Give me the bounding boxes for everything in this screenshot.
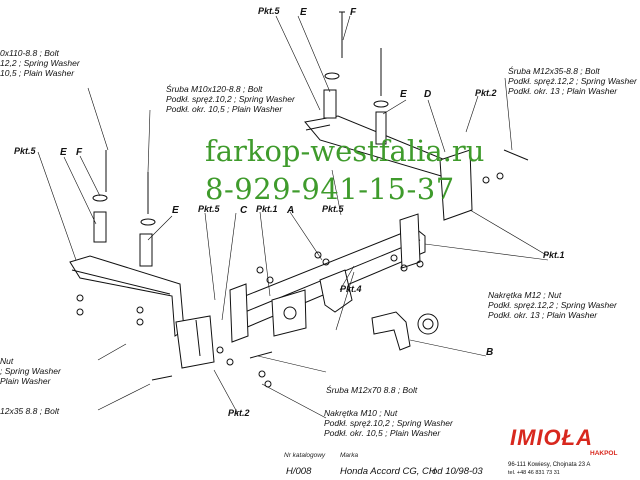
tb-date: od 10/98-03 <box>432 466 483 477</box>
label-pkt5-top: Pkt.5 <box>258 6 280 16</box>
spacer-tube-e-mid <box>139 233 153 267</box>
label-e-right: E <box>400 89 407 100</box>
label-d-right: D <box>424 89 432 100</box>
label-pkt5-mid: Pkt.5 <box>198 204 220 214</box>
tb-nr-katalogowy-label: Nr katalogowy <box>284 452 326 459</box>
label-e-mid: E <box>172 205 179 216</box>
right-end-plate <box>399 213 421 269</box>
spacer-tube-e-top <box>323 89 337 119</box>
callout-sruba-m12x70: Śruba M12x70 8.8 ; Bolt <box>326 385 418 395</box>
callout-bolt-left: 12x35 8.8 ; Bolt <box>0 406 60 416</box>
label-f-top: F <box>350 7 357 18</box>
spacer-tube-e-left <box>93 211 107 243</box>
label-e-top: E <box>300 7 307 18</box>
label-pkt5-left: Pkt.5 <box>14 146 36 156</box>
socket-plate <box>271 289 307 337</box>
label-pkt2-right: Pkt.2 <box>475 88 497 98</box>
tb-catalog-no: H/008 <box>286 466 312 477</box>
watermark-site: farkop-westfalia.ru <box>205 134 485 168</box>
bolt-f-top <box>339 11 345 58</box>
manufacturer-address: 96-111 Kowiesy, Chojnata 23 A <box>508 462 591 468</box>
tow-ball <box>417 313 439 335</box>
label-pkt1-center: Pkt.1 <box>256 204 278 214</box>
label-pkt1-right: Pkt.1 <box>543 250 565 260</box>
label-f-left: F <box>76 147 83 158</box>
tb-marka-label: Marka <box>340 452 359 459</box>
right-side-plate <box>439 149 473 221</box>
left-bracket <box>69 255 185 337</box>
manufacturer-sub: HAKPOL <box>590 450 618 457</box>
label-e-left: E <box>60 147 67 158</box>
label-c: C <box>240 205 248 216</box>
spacer-tube-e-right <box>375 111 387 145</box>
left-side-plate <box>175 315 215 369</box>
label-a: A <box>287 205 295 216</box>
left-end-plate <box>229 283 249 343</box>
tow-ball-neck <box>371 311 411 351</box>
manufacturer-phone: tel. +48 46 831 73 31 <box>508 470 560 476</box>
bolt-bottom-left <box>151 375 173 381</box>
label-b: B <box>486 347 494 358</box>
label-pkt4: Pkt.4 <box>340 284 362 294</box>
label-pkt5-center: Pkt.5 <box>322 204 344 214</box>
bolt-m12x35-right <box>503 149 529 161</box>
tb-model: Honda Accord CG, CH <box>340 466 436 477</box>
label-pkt2-bottom: Pkt.2 <box>228 408 250 418</box>
manufacturer-logo: IMIOŁA <box>510 425 593 450</box>
watermark-phone: 8-929-941-15-37 <box>205 172 455 206</box>
